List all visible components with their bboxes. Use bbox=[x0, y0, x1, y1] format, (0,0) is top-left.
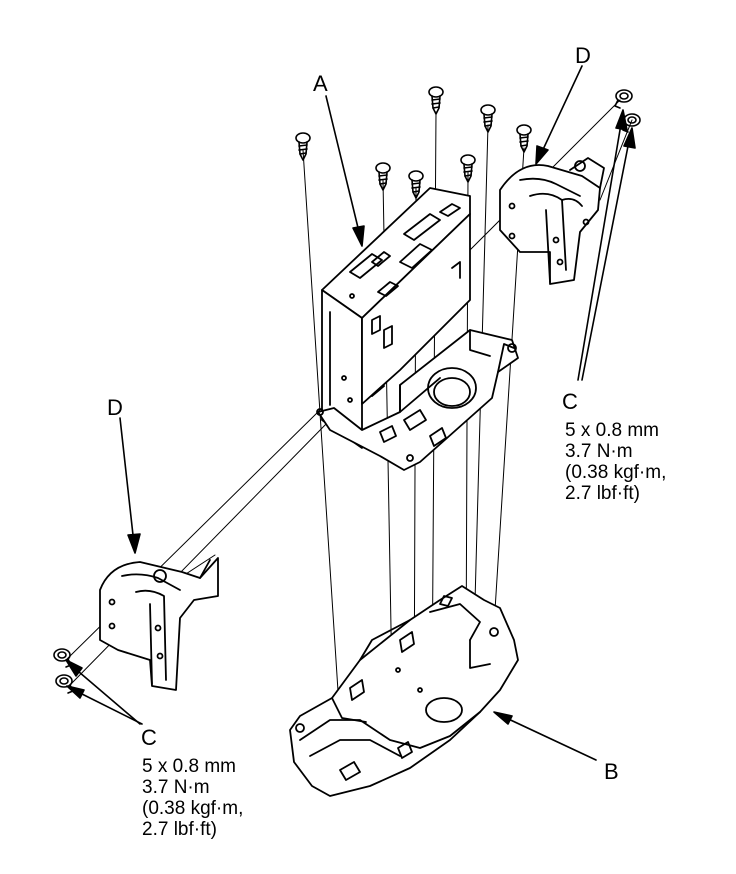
leader-arrows bbox=[65, 65, 636, 761]
torque-spec-left: 5 x 0.8 mm 3.7 N·m (0.38 kgf·m, 2.7 lbf·… bbox=[142, 756, 243, 840]
screw-icon bbox=[295, 132, 311, 161]
bracket-d-left bbox=[99, 557, 219, 691]
torque-kgf-text: (0.38 kgf·m, bbox=[142, 798, 244, 819]
torque-nm-text: 3.7 N·m bbox=[565, 441, 633, 462]
screw-icon bbox=[428, 86, 444, 115]
torque-kgf-text: (0.38 kgf·m, bbox=[565, 462, 667, 483]
bracket-d-right bbox=[499, 157, 605, 285]
flange-bolt-icon bbox=[55, 674, 74, 694]
label-c-right: C bbox=[562, 389, 578, 414]
bolt-size-text: 5 x 0.8 mm bbox=[142, 756, 236, 777]
torque-nm-text: 3.7 N·m bbox=[142, 777, 210, 798]
unit-a-box bbox=[321, 187, 471, 449]
label-d-right: D bbox=[575, 43, 591, 68]
screw-icon bbox=[460, 154, 476, 183]
torque-spec-right: 5 x 0.8 mm 3.7 N·m (0.38 kgf·m, 2.7 lbf·… bbox=[565, 420, 666, 504]
screw-group-top bbox=[295, 86, 532, 199]
torque-lbf-text: 2.7 lbf·ft) bbox=[142, 819, 217, 840]
screw-icon bbox=[375, 162, 391, 191]
torque-lbf-text: 2.7 lbf·ft) bbox=[565, 483, 640, 504]
label-c-left: C bbox=[141, 725, 157, 750]
tray-b bbox=[289, 585, 519, 797]
screw-icon bbox=[408, 170, 424, 199]
screw-icon bbox=[516, 124, 532, 153]
flange-bolt-icon bbox=[614, 89, 633, 109]
mounting-bracket-frame bbox=[316, 329, 519, 471]
screw-icon bbox=[480, 104, 496, 133]
label-b: B bbox=[604, 759, 619, 784]
label-a: A bbox=[313, 71, 328, 96]
bolt-size-text: 5 x 0.8 mm bbox=[565, 420, 659, 441]
label-d-left: D bbox=[107, 395, 123, 420]
